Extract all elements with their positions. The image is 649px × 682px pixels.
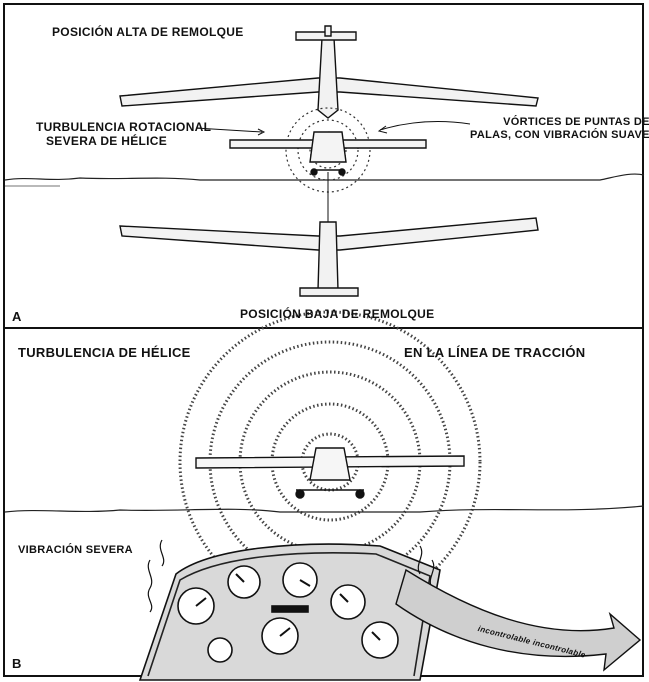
glider-low [119, 217, 539, 297]
horizon-line-b [4, 505, 645, 513]
gauge-needles [195, 573, 381, 641]
glider-high-fin [324, 25, 332, 37]
label-rotational-turbulence-line2: SEVERA DE HÉLICE [46, 134, 168, 148]
label-blade-tip-vortices-line2: PALAS, CON VIBRACIÓN SUAVE [470, 129, 649, 141]
label-blade-tip-vortices: VÓRTICES DE PUNTAS DE PALAS, CON VIBRACI… [470, 116, 649, 142]
tow-plane-a [229, 131, 427, 176]
horizon-line-a [4, 173, 645, 181]
glider-high [119, 25, 539, 119]
label-tow-line: EN LA LÍNEA DE TRACCIÓN [404, 345, 586, 360]
label-rotational-turbulence-line1: TURBULENCIA ROTACIONAL [36, 120, 212, 134]
label-low-tow: POSICIÓN BAJA DE REMOLQUE [240, 307, 435, 321]
arrow-right-label [379, 121, 471, 131]
vortex-arrows [195, 121, 471, 136]
tow-plane-b [195, 447, 465, 499]
uncontrollable-arrow [395, 568, 642, 672]
arrow-left-label [195, 127, 263, 133]
label-severe-vibration: VIBRACIÓN SEVERA [18, 544, 133, 556]
label-blade-tip-vortices-line1: VÓRTICES DE PUNTAS DE [503, 116, 649, 128]
glider-low-tail [299, 287, 359, 297]
instrument-panel [138, 543, 441, 681]
label-rotational-turbulence: TURBULENCIA ROTACIONAL SEVERA DE HÉLICE [36, 120, 211, 148]
tow-plane-a-body [309, 131, 347, 163]
panel-letter-b: B [12, 656, 22, 671]
panel-switch [271, 605, 309, 613]
label-high-tow: POSICIÓN ALTA DE REMOLQUE [52, 25, 244, 39]
panel-divider [3, 327, 644, 329]
tow-plane-b-body [309, 447, 351, 481]
panel-letter-a: A [12, 309, 22, 324]
label-propeller-turbulence: TURBULENCIA DE HÉLICE [18, 345, 191, 360]
gauge-7 [207, 637, 233, 663]
